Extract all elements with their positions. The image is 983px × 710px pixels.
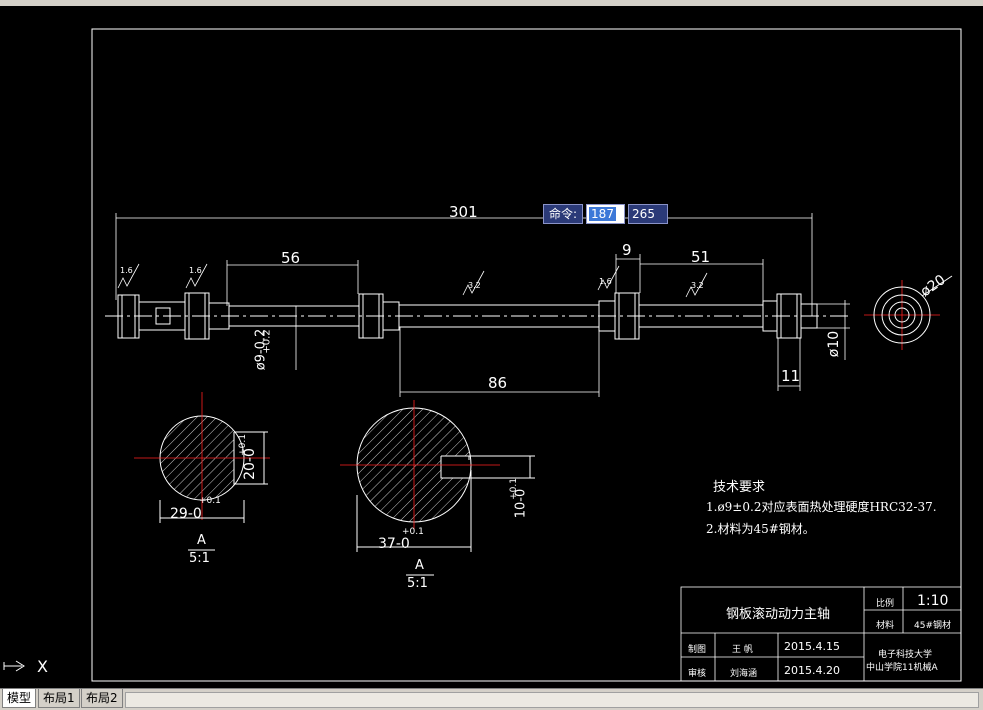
x-coordinate-input[interactable]: 187 [586, 204, 626, 224]
section-left [134, 392, 270, 551]
cad-drawing [3, 28, 962, 682]
tab-model[interactable]: 模型 [2, 689, 37, 708]
end-view [864, 275, 953, 350]
section-middle [340, 400, 535, 576]
title-block [680, 586, 962, 682]
tab-layout2[interactable]: 布局2 [81, 689, 123, 708]
horizontal-scrollbar[interactable] [125, 692, 979, 708]
command-label: 命令: [543, 204, 584, 224]
dynamic-input[interactable]: 命令: 187 265 [543, 204, 669, 224]
layout-tab-bar: 模型 布局1 布局2 [0, 688, 983, 710]
dimensions [115, 213, 850, 397]
shaft-main-view [105, 292, 850, 340]
y-coordinate-input[interactable]: 265 [628, 204, 669, 224]
drawing-border [91, 28, 962, 682]
tab-layout1[interactable]: 布局1 [38, 689, 80, 708]
window-top-edge [0, 0, 983, 6]
ucs-icon [3, 660, 25, 672]
drawing-viewport[interactable]: 301 56 9 51 86 11 ø9-0.2 +0.2 ø10 ø20 1.… [0, 6, 983, 690]
